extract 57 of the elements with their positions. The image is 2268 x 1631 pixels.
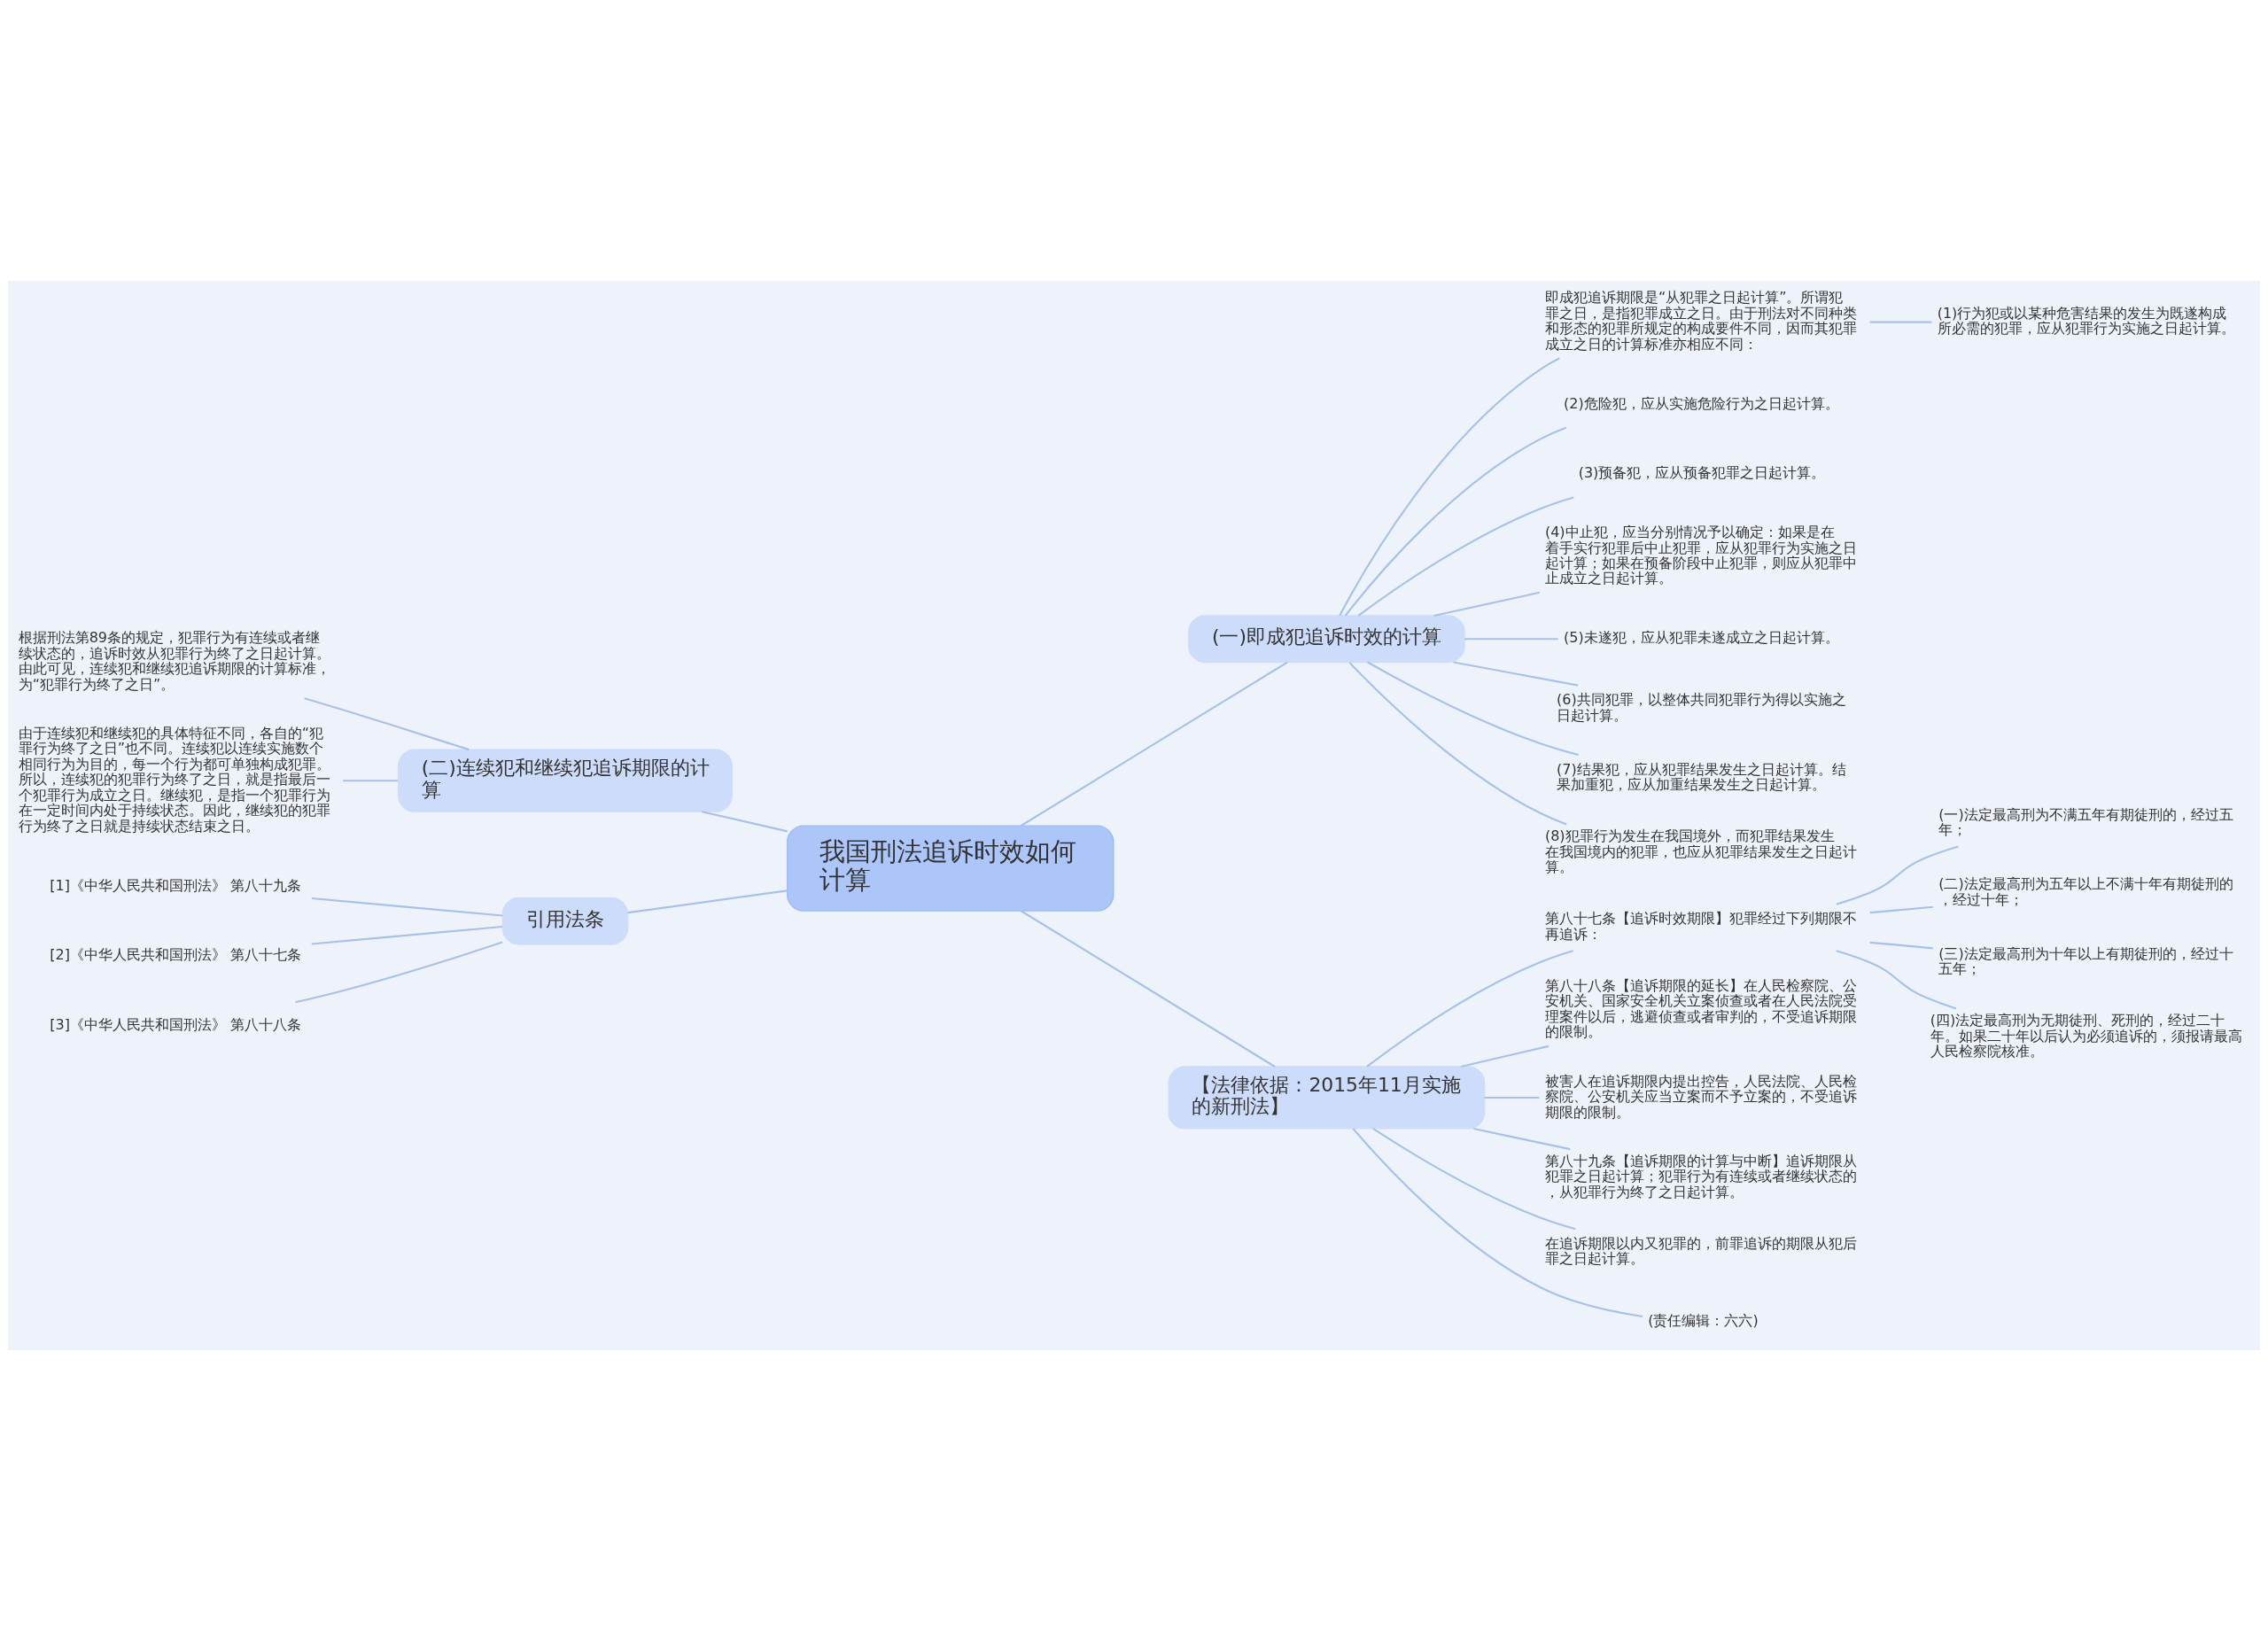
connector — [1339, 357, 1560, 617]
connector — [1352, 1128, 1643, 1318]
connector — [1484, 1096, 1540, 1099]
connector — [1869, 941, 1933, 950]
connector — [311, 925, 503, 945]
node-text: 在追诉期限以内又犯罪的，前罪追诉的期限从犯后罪之日起计算。 — [1544, 1234, 1857, 1268]
connector — [1367, 661, 1579, 757]
node-text: [2]《中华人民共和国刑法》 第八十七条 — [50, 946, 302, 964]
node-box: (一)即成犯追诉时效的计算 — [1188, 615, 1465, 664]
connector — [1836, 950, 1957, 1010]
node-text: [1]《中华人民共和国刑法》 第八十九条 — [50, 876, 302, 894]
node-text: (四)法定最高刑为无期徒刑、死刑的，经过二十年。如果二十年以后认为必须追诉的，须报请最高人民检察院核准。 — [1930, 1012, 2242, 1060]
connector — [1464, 638, 1558, 641]
node-text: [3]《中华人民共和国刑法》 第八十八条 — [50, 1015, 302, 1033]
node-text: 根据刑法第89条的规定，犯罪行为有连续或者继续状态的，追诉时效从犯罪行为终了之日起计算。由此可见，连续犯和继续犯追诉期限的计算标准，为“犯罪行为终了之日”。 — [18, 629, 330, 693]
node-text: (三)法定最高刑为十年以上有期徒刑的，经过十五年； — [1938, 944, 2233, 978]
connector — [1453, 661, 1579, 687]
node-text: (1)行为犯或以某种危害结果的发生为既遂构成所必需的犯罪，应从犯罪行为实施之日起计算。 — [1937, 304, 2235, 338]
connector — [627, 889, 788, 914]
node-text: (4)中止犯，应当分别情况予以确定：如果是在着手实行犯罪后中止犯罪，应从犯罪行为实施之日起计算；如果在预备阶段中止犯罪，则应从犯罪中止成立之日起计算。 — [1544, 524, 1857, 587]
connector — [1348, 662, 1567, 826]
node-box: 我国刑法追诉时效如何计算 — [787, 825, 1115, 912]
node-text: (责任编辑：六六) — [1648, 1312, 1759, 1330]
connector — [343, 780, 399, 782]
connector — [1357, 496, 1574, 617]
node-text: (6)共同犯罪，以整体共同犯罪行为得以实施之日起计算。 — [1556, 691, 1846, 724]
node-text: 由于连续犯和继续犯的具体特征不同，各自的“犯罪行为终了之日”也不同。连续犯以连续实施数个相同行为为目的，每一个行为都可单独构成犯罪。所以，连续犯的犯罪行为终了之日，就是指最后一个犯罪行为成立之日。继续犯，是指一个犯罪行为在一定时间内处于持续状态。因此，继续犯的犯罪行为终了之日就是持续状态结束之日。 — [18, 724, 330, 835]
connector — [1433, 591, 1541, 617]
node-text: (2)危险犯，应从实施危险行为之日起计算。 — [1563, 394, 1839, 412]
connector — [1021, 910, 1276, 1068]
node-box: 引用法条 — [501, 897, 629, 945]
node-text: 第八十七条【追诉时效期限】犯罪经过下列期限不再追诉： — [1544, 910, 1857, 943]
node-text: 第八十九条【追诉期限的计算与中断】追诉期限从犯罪之日起计算；犯罪行为有连续或者继续状态的，从犯罪行为终了之日起计算。 — [1544, 1152, 1857, 1200]
connector — [1021, 661, 1288, 827]
connector — [1366, 950, 1573, 1068]
connector — [1344, 426, 1567, 617]
node-text: (5)未遂犯，应从犯罪未遂成立之日起计算。 — [1563, 629, 1839, 647]
connector — [702, 811, 788, 833]
connector — [311, 897, 503, 917]
node-text: (8)犯罪行为发生在我国境外，而犯罪结果发生在我国境内的犯罪，也应从犯罪结果发生之日起计算。 — [1544, 827, 1857, 876]
connector — [1460, 1045, 1550, 1068]
node-text: 被害人在追诉期限内提出控告，人民法院、人民检察院、公安机关应当立案而不予立案的，不受追诉期限的限制。 — [1544, 1072, 1857, 1121]
connector — [1869, 905, 1933, 914]
connector — [1372, 1127, 1576, 1231]
connector — [1473, 1127, 1571, 1151]
node-text: (3)预备犯，应从预备犯罪之日起计算。 — [1578, 464, 1826, 482]
node-text: 第八十八条【追诉期限的延长】在人民检察院、公安机关、国家安全机关立案侦查或者在人民法院受理案件以后，逃避侦查或者审判的，不受追诉期限的限制。 — [1544, 976, 1857, 1041]
node-text: (二)法定最高刑为五年以上不满十年有期徒刑的，经过十年； — [1938, 875, 2233, 908]
node-text: 即成犯追诉期限是“从犯罪之日起计算”。所谓犯罪之日，是指犯罪成立之日。由于刑法对不同种类和形态的犯罪所规定的构成要件不同，因而其犯罪成立之日的计算标准亦相应不同： — [1544, 289, 1857, 353]
connector — [304, 697, 470, 751]
node-box: (二)连续犯和继续犯追诉期限的计算 — [397, 749, 733, 812]
node-text: (7)结果犯，应从犯罪结果发生之日起计算。结果加重犯，应从加重结果发生之日起计算。 — [1556, 760, 1846, 794]
node-text: (一)法定最高刑为不满五年有期徒刑的，经过五年； — [1938, 805, 2233, 839]
connector — [1869, 321, 1932, 323]
connector — [295, 941, 503, 1004]
node-box: 【法律依据：2015年11月实施的新刑法】 — [1168, 1066, 1486, 1130]
connector — [1836, 845, 1959, 905]
